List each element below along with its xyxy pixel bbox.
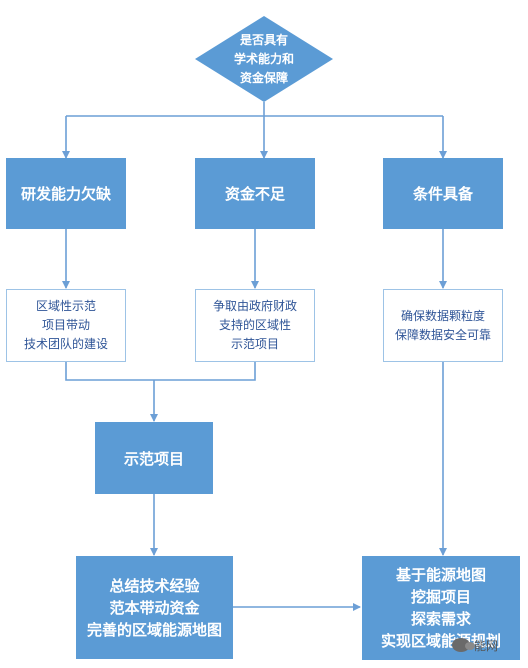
detail-middle-line: 支持的区域性: [218, 318, 291, 332]
detail-left-box: 区域性示范 项目带动 技术团队的建设: [6, 289, 126, 362]
detail-right-line: 保障数据安全可靠: [394, 327, 491, 342]
demo-project-node: 示范项目: [95, 422, 213, 494]
watermark-text: 能网: [474, 638, 499, 653]
connector-middle-merge: [154, 362, 256, 381]
summary-line: 完善的区域能源地图: [86, 620, 222, 639]
summary-node: 总结技术经验 范本带动资金 完善的区域能源地图: [76, 556, 233, 659]
decision-diamond: [195, 16, 333, 102]
outcome-node: 基于能源地图 挖掘项目 探索需求 实现区域能源规划: [362, 556, 520, 660]
detail-left-line: 项目带动: [41, 318, 90, 332]
branch-right-node: 条件具备: [383, 158, 503, 229]
outcome-line: 探索需求: [410, 610, 471, 628]
branch-middle-label: 资金不足: [224, 185, 285, 203]
decision-line: 是否具有: [239, 32, 288, 47]
detail-left-line: 技术团队的建设: [23, 337, 108, 351]
decision-line: 资金保障: [239, 70, 288, 85]
demo-project-label: 示范项目: [123, 449, 184, 468]
detail-left-line: 区域性示范: [35, 299, 96, 313]
branch-right-label: 条件具备: [412, 185, 473, 203]
decision-line: 学术能力和: [233, 51, 294, 66]
summary-line: 范本带动资金: [109, 598, 200, 617]
connector-left-merge: [65, 362, 154, 381]
detail-right-line: 确保数据颗粒度: [400, 308, 485, 323]
detail-middle-line: 争取由政府财政: [212, 299, 297, 313]
outcome-line: 基于能源地图: [395, 566, 486, 584]
detail-right-box: 确保数据颗粒度 保障数据安全可靠: [383, 289, 503, 362]
watermark: 能网: [452, 634, 524, 656]
decision-label: 是否具有 学术能力和 资金保障: [195, 20, 333, 98]
wechat-icon: [452, 638, 475, 652]
outcome-line: 挖掘项目: [410, 588, 471, 606]
branch-left-node: 研发能力欠缺: [6, 158, 126, 229]
detail-middle-box: 争取由政府财政 支持的区域性 示范项目: [195, 289, 315, 362]
branch-left-label: 研发能力欠缺: [20, 185, 111, 203]
detail-middle-line: 示范项目: [230, 337, 279, 351]
branch-middle-node: 资金不足: [195, 158, 315, 229]
summary-line: 总结技术经验: [109, 576, 200, 595]
